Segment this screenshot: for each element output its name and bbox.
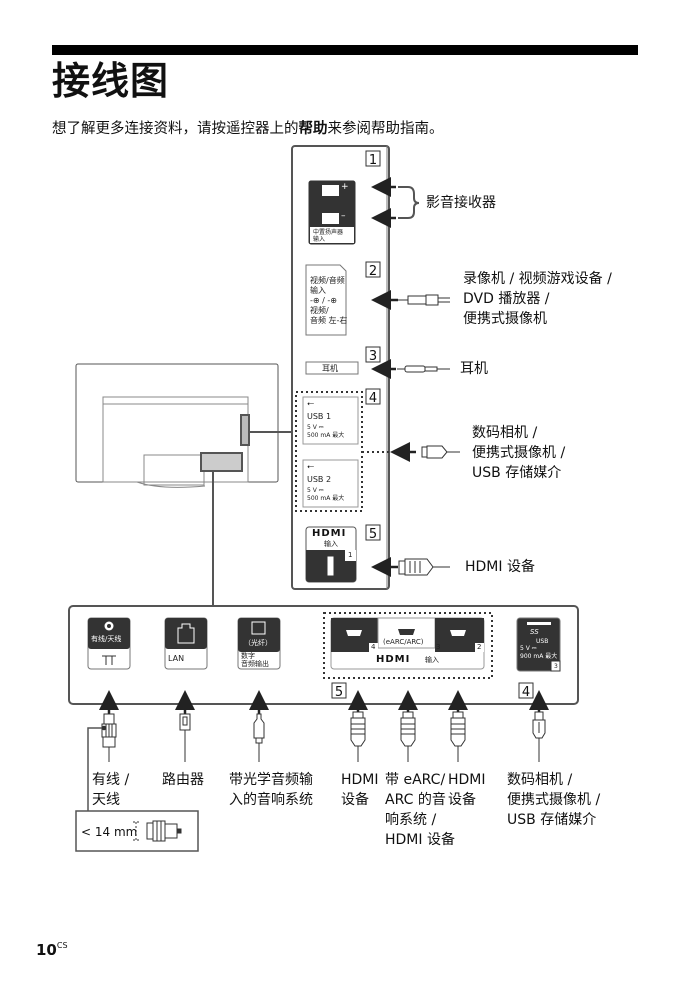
av-line2: 输入 bbox=[310, 286, 326, 295]
usb2-name: USB 2 bbox=[307, 475, 332, 484]
usb-bottom-label: 数码相机 / 便携式摄像机 / USB 存储媒介 bbox=[507, 772, 601, 828]
antenna-label: 有线 / 天线 bbox=[92, 772, 130, 808]
hdmi3-number: 3 bbox=[436, 643, 441, 651]
usb2-icon: ⭠ bbox=[307, 462, 315, 472]
optical-plug-icon bbox=[253, 713, 265, 762]
hdmi-plug-icon bbox=[398, 558, 450, 576]
av-line3: -⊕ / -⊕ bbox=[310, 296, 337, 305]
page-title: 接线图 bbox=[52, 59, 170, 103]
router-label: 路由器 bbox=[162, 772, 204, 788]
headphone-plug-icon bbox=[397, 365, 450, 373]
connector-size-text: < 14 mm bbox=[81, 825, 138, 839]
usb3-power: 5 V ⎓ bbox=[520, 645, 537, 652]
badge-3: 3 bbox=[369, 349, 377, 364]
hdmi-device-label: HDMI 设备 bbox=[465, 559, 535, 575]
hdmi2-number: 2 bbox=[477, 643, 482, 651]
intro-text: 想了解更多连接资料，请按遥控器上的帮助来参阅帮助指南。 bbox=[52, 119, 444, 139]
usb2-power: 5 V ⎓ bbox=[307, 487, 324, 494]
bottom-panel bbox=[68, 605, 579, 705]
hdmi3-earc-label: (eARC/ARC) bbox=[383, 638, 424, 646]
headphone-port[interactable] bbox=[305, 361, 359, 375]
intro-suffix: 来参阅帮助指南。 bbox=[327, 121, 444, 137]
usb2-current: 500 mA 最大 bbox=[307, 495, 345, 502]
usb1-current: 500 mA 最大 bbox=[307, 432, 345, 439]
usb1-power: 5 V ⎓ bbox=[307, 424, 324, 431]
badge-5-bottom: 5 bbox=[335, 685, 343, 700]
badge-4: 4 bbox=[369, 391, 377, 406]
optical-line2: 音频输出 bbox=[241, 660, 269, 668]
badge-2: 2 bbox=[369, 264, 377, 279]
hdmi-plug-icon bbox=[400, 711, 416, 762]
usb3-ss-logo: SS bbox=[530, 628, 539, 636]
av-receiver-label: 影音接收器 bbox=[426, 195, 496, 211]
coax-connector-icon bbox=[133, 820, 182, 842]
usb-plug-icon bbox=[421, 445, 460, 459]
page-language-code: CS bbox=[56, 941, 68, 950]
av-input-port[interactable] bbox=[305, 264, 347, 336]
hdmi1-number: 1 bbox=[348, 551, 353, 559]
speaker-label-1: 中置扬声器 bbox=[313, 229, 344, 236]
optical-top-label: （光纤） bbox=[244, 639, 272, 647]
optical-label: 带光学音频输 入的音响系统 bbox=[229, 772, 313, 808]
antenna-port-label: 有线/天线 bbox=[91, 635, 122, 643]
usb3-port[interactable] bbox=[516, 617, 561, 672]
hdmi3-device-label: 带 eARC/ ARC 的音 响系统 / HDMI 设备 bbox=[385, 772, 455, 848]
usb3-number: 3 bbox=[554, 663, 558, 670]
headphone-port-label: 耳机 bbox=[322, 364, 338, 373]
recorder-label: 录像机 / 视频游戏设备 / DVD 播放器 / 便携式摄像机 bbox=[463, 271, 612, 327]
av-input-label: 视频/音频 输入 -⊕ / -⊕ 视频/ 音频 左-右 bbox=[310, 276, 347, 326]
speaker-plus: + bbox=[341, 182, 349, 192]
badge-5: 5 bbox=[369, 527, 377, 542]
hdmi-plug-icon bbox=[350, 711, 366, 762]
badge-1: 1 bbox=[369, 153, 377, 168]
usb-plug-icon bbox=[532, 711, 546, 762]
page-number-value: 10 bbox=[36, 941, 57, 959]
usb3-name: USB bbox=[536, 638, 549, 645]
speaker-minus: – bbox=[341, 211, 346, 221]
page-number: 10CS bbox=[36, 941, 68, 959]
hdmi-group-label: 输入 bbox=[425, 656, 439, 664]
help-button-reference: 帮助 bbox=[298, 121, 328, 137]
usb1-port[interactable] bbox=[302, 396, 359, 445]
header-rule bbox=[52, 45, 638, 55]
hdmi-in-label: 输入 bbox=[324, 540, 338, 548]
hdmi-group-logo: HDMI bbox=[376, 654, 411, 665]
tv-rear-illustration bbox=[75, 363, 279, 488]
usb1-icon: ⭠ bbox=[307, 399, 315, 409]
hdmi4-device-label: HDMI 设备 bbox=[341, 772, 379, 808]
usb3-current: 900 mA 最大 bbox=[520, 653, 558, 660]
hdmi2-device-label: HDMI 设备 bbox=[448, 772, 486, 808]
av-receiver-cable bbox=[398, 186, 420, 219]
usb2-port[interactable] bbox=[302, 459, 359, 508]
hdmi-plug-icon bbox=[450, 711, 466, 762]
badge-4-bottom: 4 bbox=[522, 685, 530, 700]
av-line5: 音频 左-右 bbox=[310, 316, 348, 325]
speaker-label-2: 输入 bbox=[313, 236, 326, 243]
usb1-name: USB 1 bbox=[307, 412, 332, 421]
lan-plug-icon bbox=[179, 713, 191, 762]
headphones-label: 耳机 bbox=[460, 361, 488, 377]
av-plug-icon bbox=[398, 294, 450, 306]
intro-prefix: 想了解更多连接资料，请按遥控器上的 bbox=[52, 121, 299, 137]
lan-port-label: LAN bbox=[168, 654, 185, 663]
hdmi4-number: 4 bbox=[371, 643, 376, 651]
av-line4: 视频/ bbox=[310, 306, 329, 315]
antenna-plug-icon bbox=[87, 713, 117, 823]
usb-devices-label: 数码相机 / 便携式摄像机 / USB 存储媒介 bbox=[472, 425, 566, 481]
optical-line1: 数字 bbox=[241, 652, 255, 660]
av-line1: 视频/音频 bbox=[310, 276, 345, 285]
hdmi-logo: HDMI bbox=[312, 528, 347, 539]
